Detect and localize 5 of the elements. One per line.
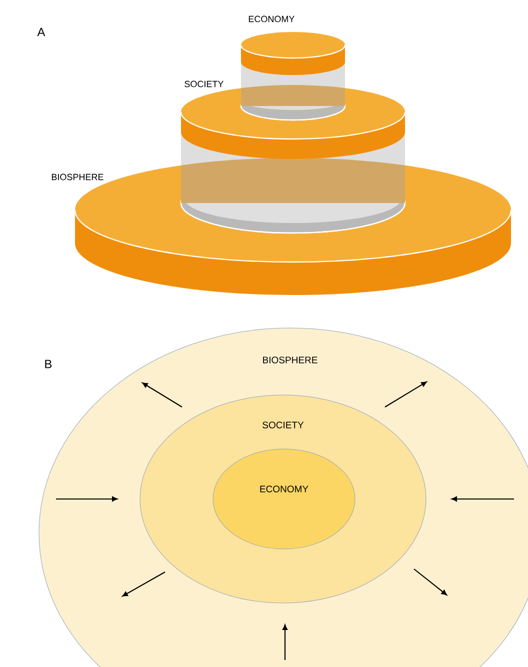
- node-label: SOCIETY: [184, 80, 224, 88]
- panel-letter: B: [45, 360, 52, 368]
- ellipse-region: ECONOMY: [212, 448, 356, 550]
- node-label: ECONOMY: [248, 16, 295, 22]
- panel-letter: A: [37, 28, 46, 36]
